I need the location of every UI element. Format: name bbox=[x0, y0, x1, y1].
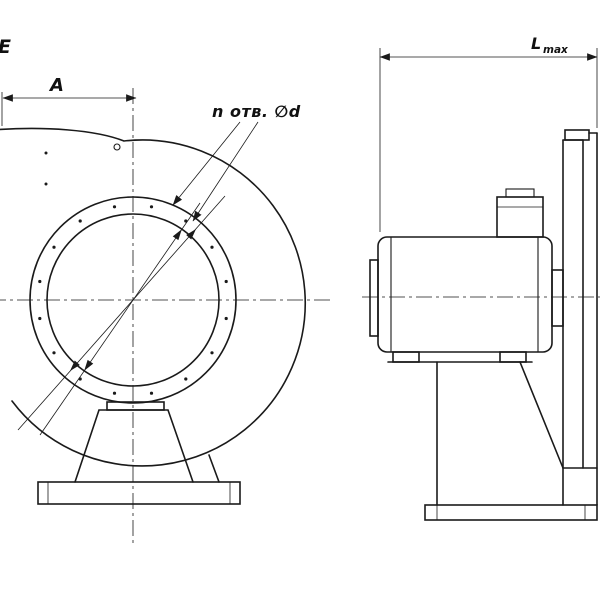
dim-l-subscript: max bbox=[543, 44, 569, 56]
casing-hole bbox=[113, 143, 121, 151]
bolt-holes bbox=[38, 205, 228, 395]
holes-note-label: n отв. ∅d bbox=[212, 102, 301, 121]
base-plate-front bbox=[37, 481, 241, 505]
terminal-box-cap bbox=[505, 188, 535, 198]
dimension-a: A bbox=[1, 75, 137, 126]
motor-rear-hub bbox=[369, 259, 379, 337]
diameter-line bbox=[39, 202, 201, 436]
casing-point bbox=[44, 182, 48, 186]
dim-a-label: A bbox=[48, 75, 64, 96]
arrowhead bbox=[172, 229, 182, 241]
dimension-lmax: L max bbox=[379, 34, 598, 232]
arrowhead bbox=[186, 229, 196, 240]
view-letter-label: E bbox=[0, 36, 11, 58]
base-plate-side bbox=[424, 504, 598, 521]
dim-l-label: L bbox=[531, 34, 541, 53]
diameter-callouts bbox=[17, 195, 226, 436]
outlet-flange bbox=[564, 129, 590, 141]
leader-line bbox=[192, 121, 259, 222]
stand-brace bbox=[519, 361, 564, 469]
leader-line bbox=[172, 121, 241, 206]
pedestal bbox=[74, 409, 194, 483]
casing-point bbox=[44, 151, 48, 155]
side-view bbox=[362, 129, 600, 521]
holes-note: n отв. ∅d bbox=[172, 102, 301, 222]
arrowhead bbox=[70, 360, 80, 371]
foot-gusset bbox=[208, 454, 220, 483]
volute-casing bbox=[0, 127, 307, 467]
front-view-centerlines bbox=[0, 88, 330, 545]
arrowhead bbox=[84, 359, 94, 371]
